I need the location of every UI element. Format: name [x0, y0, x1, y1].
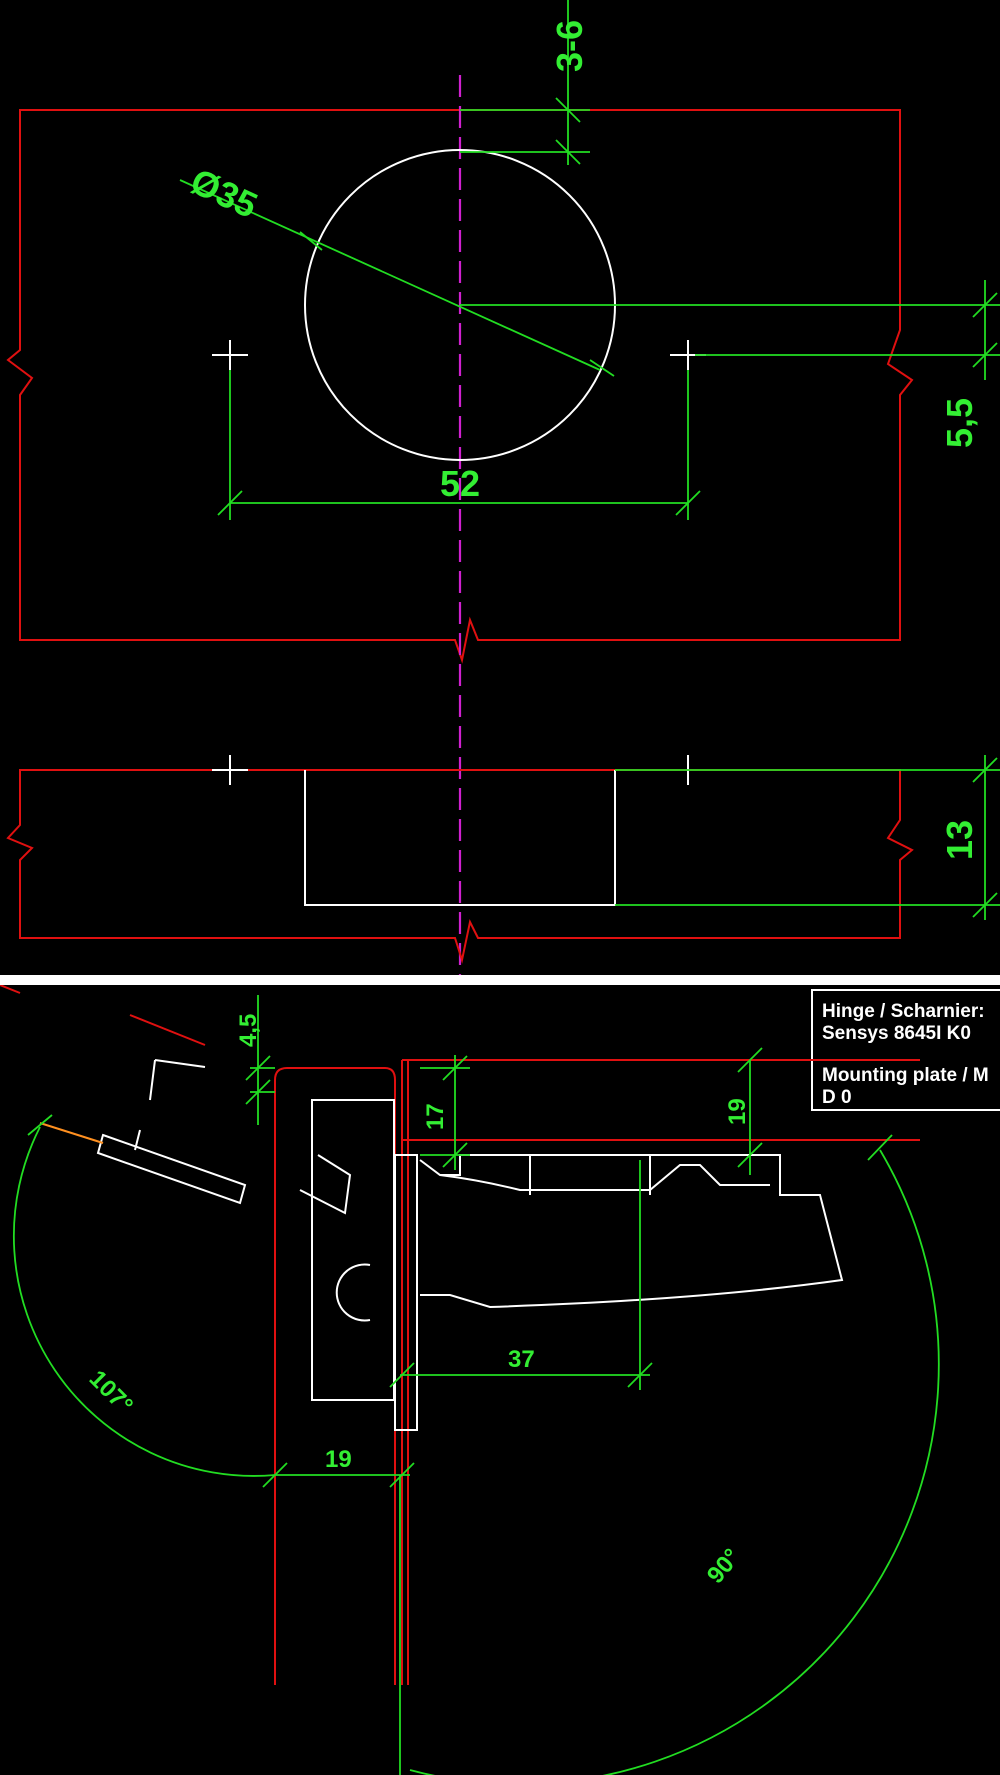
edge-distance-dimension — [460, 0, 590, 165]
opening-angle-label: 107° — [84, 1365, 138, 1419]
arm-label: 37 — [508, 1346, 535, 1373]
opening-angle-arc — [12, 1126, 276, 1477]
hole-spacing-label: 52 — [440, 463, 480, 504]
hole-offset-dimension — [460, 280, 1000, 380]
cup-depth-label: 13 — [939, 820, 980, 860]
hole-spacing-dimension — [217, 370, 701, 520]
hinge-arm-base — [394, 1154, 418, 1431]
door-panel-edges — [402, 1059, 920, 1141]
swing-start-mark — [39, 1122, 104, 1144]
plate-label: 17 — [422, 1103, 449, 1130]
overlay-dimension — [245, 995, 275, 1125]
swing-arc-tick — [867, 1134, 893, 1161]
hinge-installation-view: Hinge / Scharnier: Sensys 8645I K0 Mount… — [0, 985, 1000, 1775]
panel-section-outline — [6, 769, 914, 964]
overlay-label: 4,5 — [235, 1014, 262, 1047]
drilling-pattern-view: Ø35 3-6 52 5,5 13 — [0, 0, 1000, 975]
diameter-label: Ø35 — [185, 160, 264, 226]
plate-dimension — [420, 1055, 470, 1170]
gap-label: 19 — [325, 1446, 352, 1473]
swing-angle-arc — [409, 1149, 940, 1775]
drilling-pattern-drawing: Ø35 3-6 52 5,5 13 — [6, 0, 1000, 975]
plate-slot — [335, 1263, 371, 1322]
edge-distance-label: 3-6 — [549, 20, 590, 72]
title-block — [811, 989, 1000, 1111]
open-arm-ghost — [299, 1154, 352, 1215]
cup-depth-dimension — [615, 755, 1000, 920]
hinge-linkage — [439, 1164, 770, 1191]
hinge-installation-drawing: Hinge / Scharnier: Sensys 8645I K0 Mount… — [0, 985, 1000, 1775]
diameter-dimension — [179, 179, 615, 377]
cup-top-dimension — [737, 1047, 763, 1175]
open-hinge-ghost — [134, 1059, 206, 1151]
screw-hole-marks — [212, 340, 706, 370]
hole-offset-label: 5,5 — [939, 398, 980, 448]
cabinet-side-panel — [274, 1067, 396, 1685]
title-line-4: D 0 — [822, 1087, 852, 1108]
arm-dimension — [389, 1160, 653, 1390]
mounting-plate — [311, 1099, 395, 1401]
open-door-plate — [96, 1133, 247, 1205]
swing-angle-label: 90° — [702, 1544, 746, 1589]
title-line-1: Hinge / Scharnier: — [822, 1001, 985, 1022]
cup-top-label: 19 — [724, 1098, 751, 1125]
hinge-cup-body — [419, 1154, 844, 1309]
cup-bore-section — [304, 770, 616, 906]
title-line-2: Sensys 8645I K0 — [822, 1023, 971, 1044]
opening-arc-tick — [27, 1114, 53, 1136]
open-door-edge-2 — [0, 985, 21, 994]
door-panel-outline — [6, 109, 914, 664]
open-door-edge — [129, 1014, 206, 1046]
title-line-3: Mounting plate / M — [822, 1065, 989, 1086]
